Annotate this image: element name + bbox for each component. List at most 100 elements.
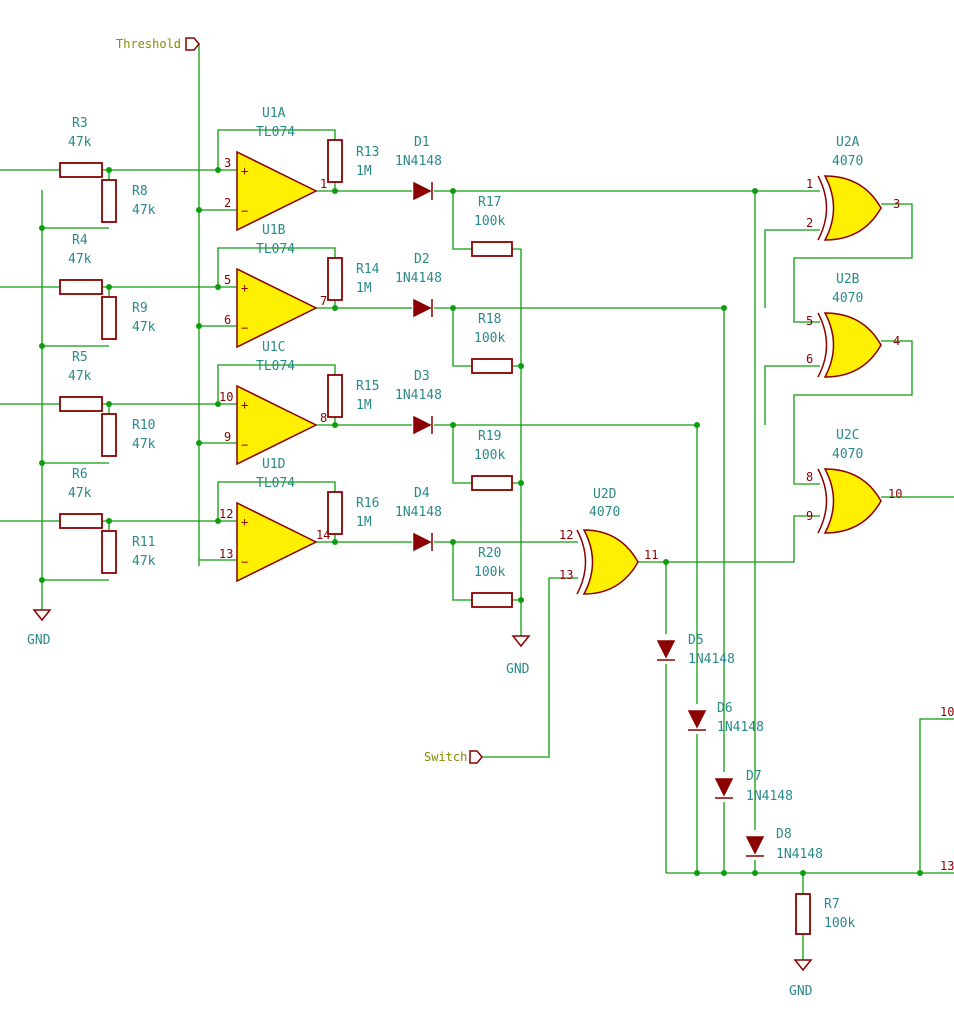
gate-pin-b: 6 [806,352,813,366]
diode-icon [413,181,433,201]
junction-dot [663,559,669,565]
resistor-value: 100k [474,331,505,346]
opamp-triangle [236,501,318,583]
pulldown-resistors: R17 100k R18 100k R19 100k R20 100k [471,195,513,608]
ground-symbol-icon [32,609,52,622]
gate-pin-out: 10 [888,487,902,501]
resistor-body [471,358,513,374]
ground-label: GND [27,633,51,648]
resistor-value: 100k [474,448,505,463]
gate-ref: U2C [836,428,859,443]
diode-ref: D1 [414,135,430,150]
gate-ref: U2D [593,487,617,502]
junction-dot [106,167,112,173]
input-resistors: R3 47k R4 47k R5 47k R6 47k [59,116,103,529]
diode-ref: D6 [717,701,733,716]
feedback-resistors: R13 1M R14 1M R15 1M R16 1M [327,139,380,535]
gate-ref: U2B [836,272,860,287]
junction-dot [215,284,221,290]
offpage-pin-top: 10 [940,705,954,719]
opamp-ref: U1B [262,223,286,238]
junction-dot [721,305,727,311]
switch-flag-icon [469,750,483,764]
resistor-body [327,491,343,535]
diode-value: 1N4148 [776,847,823,862]
junction-dot [450,539,456,545]
opamp-ref: U1D [262,457,286,472]
opamp-pin-minus: 9 [224,430,231,444]
resistor-body [59,162,103,178]
diode-value: 1N4148 [395,271,442,286]
opamps: U1A TL074 3 2 1 + − U1B TL074 5 6 7 + − … [219,106,330,583]
resistor-ref: R14 [356,262,380,277]
junction-dot [917,870,923,876]
diode-ref: D7 [746,769,762,784]
pulldown-stub-wires [452,191,521,601]
diode-icon [656,640,676,661]
diode-icon [745,836,765,857]
gate-value: 4070 [832,154,863,169]
junction-dot [752,188,758,194]
resistor-ref: R18 [478,312,501,327]
resistor-body [471,475,513,491]
resistor-body [59,513,103,529]
junction-dot [518,480,524,486]
resistor-body [795,893,811,935]
diode-icon [413,415,433,435]
gate-pin-a: 8 [806,470,813,484]
resistor-value: 47k [132,554,156,569]
resistor-ref: R11 [132,535,155,550]
switch-net-label: Switch [424,750,467,764]
junction-dot [332,305,338,311]
xor-gate-input-arc [817,468,828,534]
resistor-body [471,241,513,257]
opamp-pin-plus: 3 [224,156,231,170]
resistor-value: 1M [356,398,372,413]
resistor-ref: R19 [478,429,501,444]
resistor-body [101,530,117,574]
junction-dot [332,188,338,194]
opamp-triangle [236,384,318,466]
resistor-body [471,592,513,608]
plus-sign: + [241,398,248,412]
diode-value: 1N4148 [746,789,793,804]
opamp-value: TL074 [256,359,295,374]
xor-interconnect-wires [638,203,954,563]
opamp-pin-out: 1 [320,177,327,191]
minus-sign: − [241,321,248,335]
diode-value: 1N4148 [395,505,442,520]
resistor-value: 47k [68,252,92,267]
junction-dot [39,577,45,583]
diode-ref: D2 [414,252,430,267]
diode-ref: D3 [414,369,430,384]
diode-value: 1N4148 [717,720,764,735]
opamp-pin-minus: 6 [224,313,231,327]
resistor-body [101,296,117,340]
junction-dot [39,343,45,349]
xor-gate-body [823,312,882,378]
or-diode-wires [665,191,756,873]
junction-dot [721,870,727,876]
junction-dot [196,440,202,446]
resistor-value: 47k [132,203,156,218]
resistor-ref: R16 [356,496,379,511]
junction-dot [800,870,806,876]
gate-pin-a: 1 [806,177,813,191]
resistor-ref: R10 [132,418,155,433]
xor-gate-body [823,175,882,241]
resistor-value: 47k [68,369,92,384]
opamp-triangle [236,150,318,232]
resistor-body [59,396,103,412]
gate-pin-a: 5 [806,314,813,328]
junction-dot [196,323,202,329]
resistor-ref: R4 [72,233,88,248]
resistor-value: 47k [68,486,92,501]
r7-resistor: R7 100k [795,893,855,935]
resistor-body [327,257,343,301]
diode-ref: D5 [688,633,704,648]
resistor-ref: R15 [356,379,379,394]
or-diodes: D5 1N4148 D6 1N4148 D7 1N4148 D8 1N4148 [656,633,823,862]
junctions [39,167,923,876]
junction-dot [694,870,700,876]
opamp-value: TL074 [256,242,295,257]
